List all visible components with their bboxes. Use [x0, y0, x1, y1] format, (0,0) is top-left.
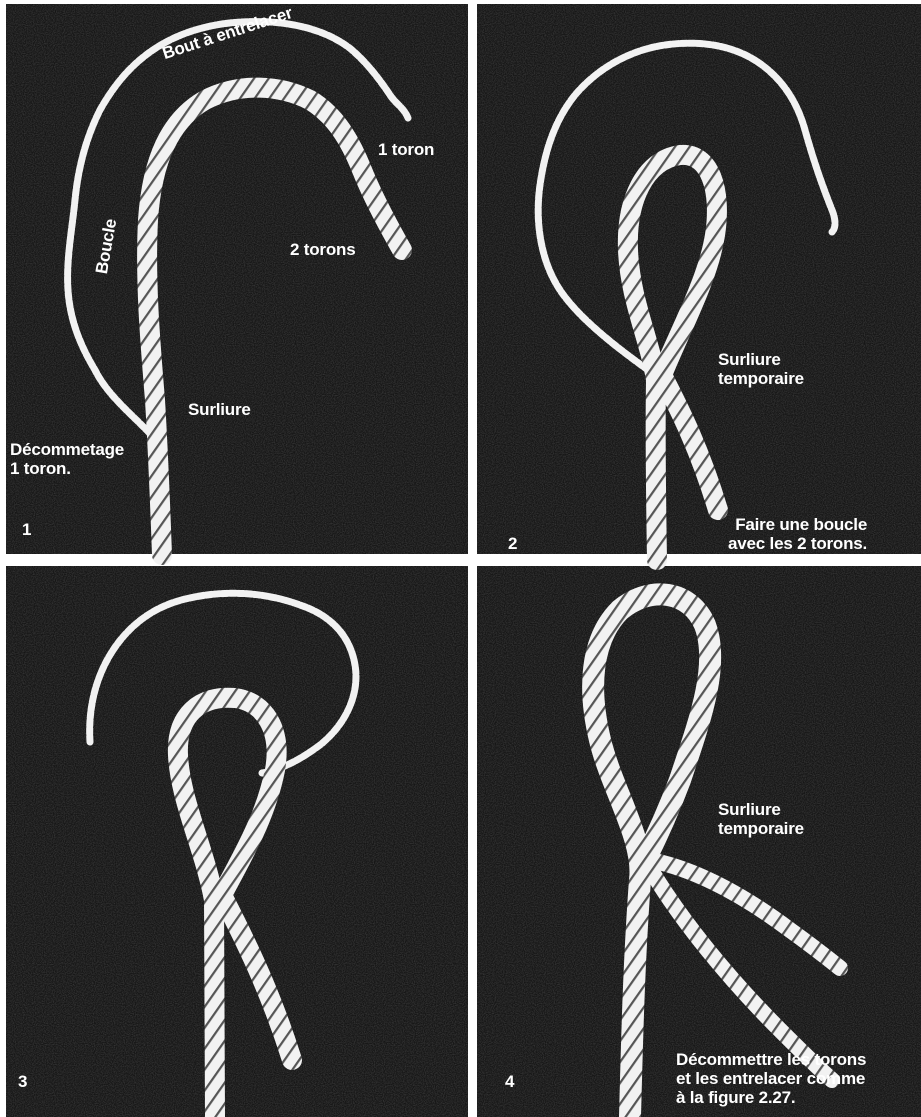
- label-faire-une-boucle: Faire une boucle avec les 2 torons.: [728, 515, 867, 553]
- label-surliure-temporaire-4: Surliure temporaire: [718, 800, 804, 838]
- panel-1-number: 1: [22, 520, 31, 540]
- label-surliure-temporaire-2: Surliure temporaire: [718, 350, 804, 388]
- panel-4-number: 4: [505, 1072, 514, 1092]
- label-2-torons: 2 torons: [290, 240, 355, 259]
- label-surliure: Surliure: [188, 400, 251, 419]
- panel-3-number: 3: [18, 1072, 27, 1092]
- label-decommetage: Décommetage 1 toron.: [10, 440, 124, 478]
- panel-2-number: 2: [508, 534, 517, 554]
- label-1-toron: 1 toron: [378, 140, 434, 159]
- label-decommettre: Décommettre les torons et les entrelacer…: [676, 1050, 866, 1107]
